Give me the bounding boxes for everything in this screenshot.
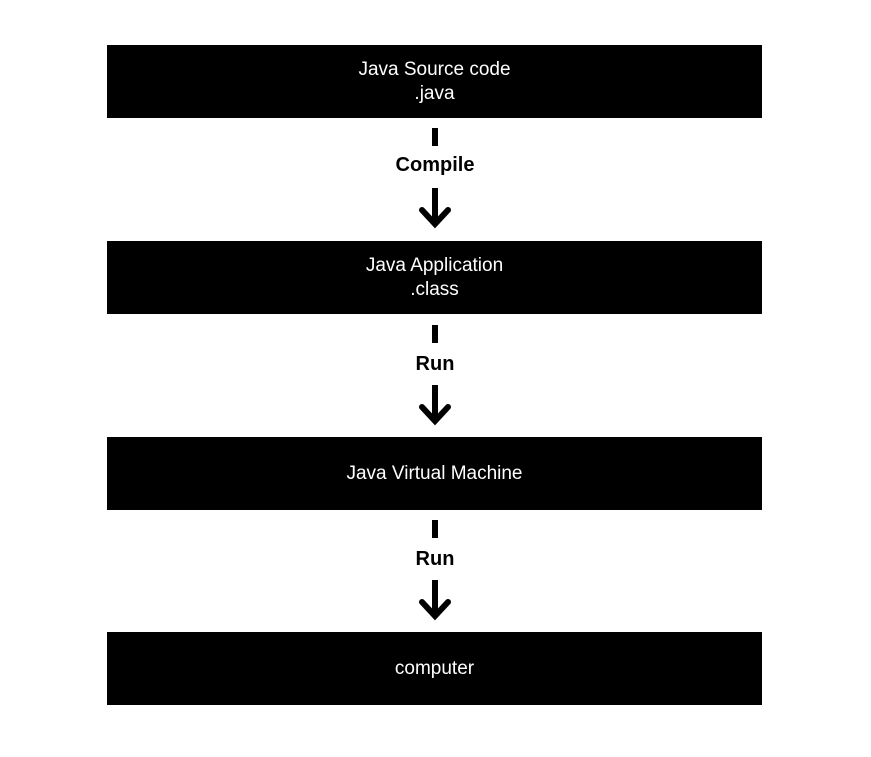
connector-compile-label: Compile — [395, 154, 475, 176]
box-java-application-title: Java Application — [365, 254, 504, 276]
box-java-application-extension: .class — [410, 278, 459, 300]
box-java-virtual-machine-title: Java Virtual Machine — [346, 462, 523, 484]
down-arrow-icon — [419, 128, 451, 229]
down-arrow-icon — [419, 520, 451, 621]
connector-run-1: Run — [385, 323, 485, 427]
connector-run-1-label: Run — [415, 353, 455, 375]
box-java-application: Java Application .class — [107, 241, 762, 314]
connector-run-2-label: Run — [415, 548, 455, 570]
box-computer-title: computer — [394, 657, 475, 679]
connector-compile: Compile — [385, 126, 485, 230]
box-computer: computer — [107, 632, 762, 705]
box-java-source-code: Java Source code .java — [107, 45, 762, 118]
box-java-source-code-extension: .java — [414, 82, 455, 104]
connector-run-2: Run — [385, 518, 485, 622]
down-arrow-icon — [419, 325, 451, 426]
box-java-source-code-title: Java Source code — [358, 58, 511, 80]
box-java-virtual-machine: Java Virtual Machine — [107, 437, 762, 510]
